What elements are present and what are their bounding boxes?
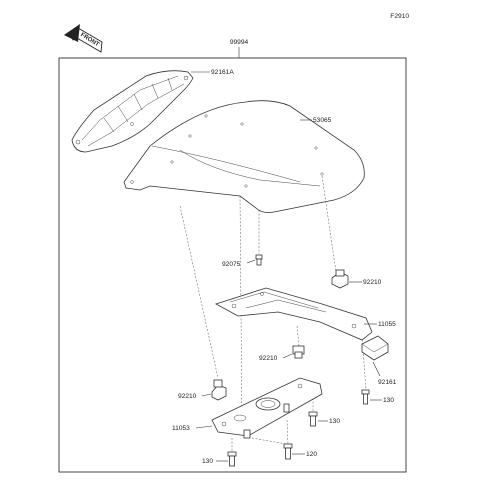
front-arrow-icon: FRONT xyxy=(64,24,103,53)
bolt-left-part xyxy=(227,451,237,467)
kit-number-label: 99994 xyxy=(230,39,249,46)
part-label-nut-right: 92210 xyxy=(363,279,382,286)
part-label-bolt-top: 92075 xyxy=(222,261,241,268)
part-label-bolt-right: 130 xyxy=(383,397,394,404)
upper-bracket-part xyxy=(214,287,373,341)
part-label-lower-bracket: 11053 xyxy=(172,425,190,432)
kit-boundary-box xyxy=(58,57,407,473)
part-label-cowl-frame: 92161A xyxy=(211,69,234,76)
seat-cover-part xyxy=(123,100,365,213)
part-label-nut-left: 92210 xyxy=(178,393,197,400)
part-label-damper: 92161 xyxy=(378,379,397,386)
part-label-upper-bracket: 11055 xyxy=(378,321,396,328)
bolt-right-part xyxy=(361,389,370,405)
nut-center-part xyxy=(292,345,305,359)
lower-bracket-part xyxy=(211,377,323,439)
bolt-120-part xyxy=(283,443,293,460)
part-label-bolt-120: 120 xyxy=(306,451,317,458)
part-label-bolt-left: 130 xyxy=(202,458,213,465)
nut-right-part xyxy=(331,269,349,289)
cowl-frame-part xyxy=(71,70,194,153)
part-label-seat-cover: 53065 xyxy=(313,117,332,124)
nut-left-part xyxy=(211,379,227,401)
part-label-nut-center: 92210 xyxy=(259,355,278,362)
projection-lines xyxy=(179,175,367,452)
figure-code: F2910 xyxy=(390,13,409,20)
bolt-center-part xyxy=(308,411,318,427)
part-label-bolt-center: 130 xyxy=(329,418,340,425)
bolt-92075-part xyxy=(255,254,263,266)
damper-part xyxy=(361,335,389,361)
